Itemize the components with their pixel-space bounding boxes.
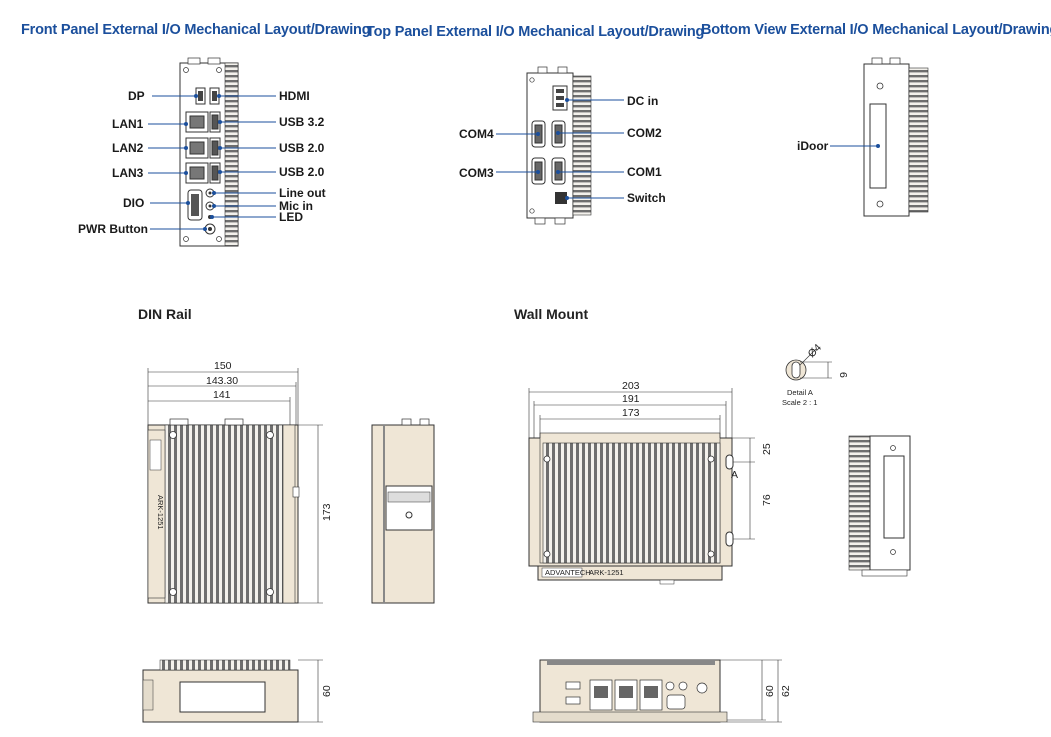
wall-mount-front-drawing: ADVANTECH ARK-1251 203 191 173 25 76 A [528,380,773,585]
dim-wall-62: 62 [780,685,792,697]
label-hdmi: HDMI [279,89,310,103]
label-com2: COM2 [627,126,662,140]
label-mic-in: Mic in [279,199,313,213]
title-bottom-view: Bottom View External I/O Mechanical Layo… [701,22,1051,38]
din-rail-side-drawing [371,418,435,604]
label-lan1: LAN1 [112,117,144,131]
label-com1: COM1 [627,165,662,179]
din-rail-bottom-drawing: 60 [142,659,333,723]
detail-name: Detail A [787,388,813,397]
label-dio: DIO [123,196,144,210]
label-pwr-button: PWR Button [78,222,148,236]
detail-six: 6 [837,372,849,378]
label-line-out: Line out [279,186,326,200]
title-front-panel: Front Panel External I/O Mechanical Layo… [21,22,371,38]
wall-brand-vendor: ADVANTECH [545,568,591,577]
dim-150: 150 [214,360,232,372]
label-lan3: LAN3 [112,166,144,180]
dim-143-30: 143.30 [206,375,238,387]
title-din-rail: DIN Rail [138,306,192,322]
label-com3: COM3 [459,166,494,180]
din-brand-model: ARK-1251 [156,495,165,530]
dim-din-60: 60 [321,685,333,697]
top-panel-drawing: DC in COM4 COM2 COM3 COM1 Switch [459,66,666,225]
title-wall-mount: Wall Mount [514,306,589,322]
label-led: LED [279,210,303,224]
label-lan2: LAN2 [112,141,144,155]
dim-191: 191 [622,393,640,405]
din-rail-front-drawing: ARK-1251 150 143.30 141 173 [147,360,333,604]
front-panel-drawing: DP LAN1 LAN2 LAN3 DIO PWR Button HDMI US… [78,57,326,247]
dim-173-wall: 173 [622,407,640,419]
label-usb20-a: USB 2.0 [279,141,325,155]
bottom-view-drawing: iDoor [797,57,929,217]
dim-25: 25 [761,443,773,455]
dim-203: 203 [622,380,640,392]
label-com4: COM4 [459,127,494,141]
label-usb20-b: USB 2.0 [279,165,325,179]
label-switch: Switch [627,191,666,205]
dim-173: 173 [321,503,333,521]
marker-a: A [731,469,738,481]
label-dc-in: DC in [627,94,658,108]
wall-brand-model: ARK-1251 [589,568,624,577]
label-dp: DP [128,89,145,103]
title-top-panel: Top Panel External I/O Mechanical Layout… [366,24,705,40]
wall-mount-side-drawing [848,435,911,577]
detail-a-drawing: Ø4 6 Detail A Scale 2 : 1 [782,342,849,407]
wall-mount-io-drawing: 60 62 [532,659,792,723]
detail-dia: Ø4 [806,342,825,361]
label-idoor: iDoor [797,139,829,153]
dim-76: 76 [761,494,773,506]
dim-wall-60: 60 [764,685,776,697]
dim-141: 141 [213,389,231,401]
detail-scale: Scale 2 : 1 [782,398,817,407]
label-usb32: USB 3.2 [279,115,325,129]
